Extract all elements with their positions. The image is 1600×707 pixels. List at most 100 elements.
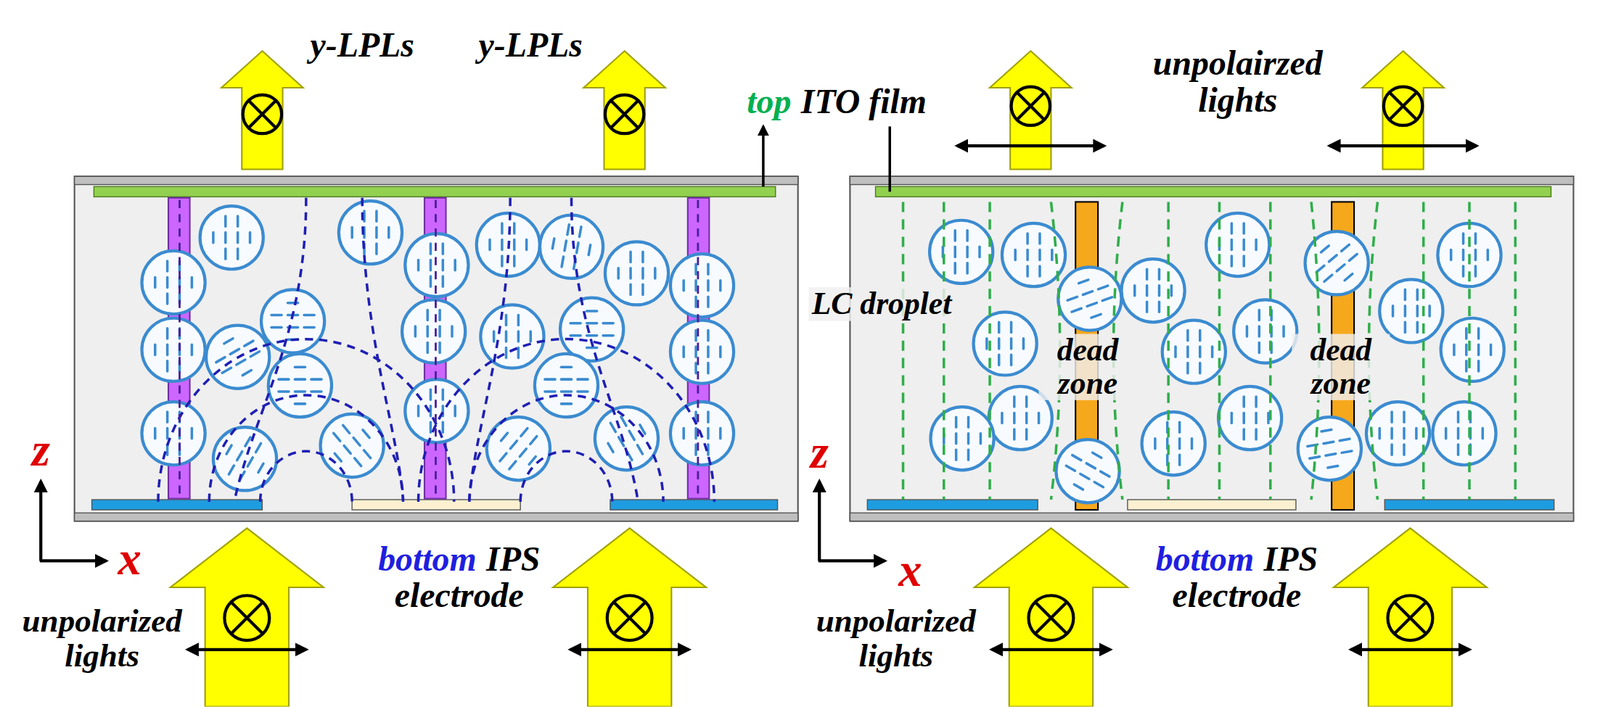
lc-molecule — [1026, 266, 1029, 277]
lc-molecule — [608, 443, 614, 453]
symbol-circle — [1383, 87, 1423, 126]
lc-molecule — [1328, 255, 1337, 262]
symbol-cross — [613, 602, 646, 635]
droplet-outline — [1055, 439, 1119, 503]
lc-molecule — [1390, 428, 1394, 440]
ips-electrode — [867, 499, 1038, 511]
into-page-symbol — [243, 95, 282, 134]
lc-molecule — [216, 357, 225, 363]
lc-molecule — [513, 223, 516, 234]
droplet-outline — [141, 401, 205, 466]
lc-molecule — [1186, 346, 1190, 358]
droplet-outline — [1432, 401, 1496, 466]
film-label: ITO film — [801, 82, 927, 121]
lc-molecule — [505, 315, 508, 326]
lc-molecule — [364, 450, 371, 459]
lc-droplet — [213, 427, 277, 491]
lc-molecule — [641, 268, 645, 279]
lc-molecule — [576, 243, 579, 254]
lc-molecule — [997, 338, 1001, 350]
lc-molecule — [153, 428, 157, 440]
lc-molecule — [166, 344, 170, 355]
lc-molecule — [417, 260, 421, 271]
lc-molecule — [517, 315, 521, 326]
lc-droplet — [141, 401, 205, 466]
lc-molecule — [166, 444, 170, 455]
lc-molecule — [1230, 223, 1234, 234]
lc-molecule — [1323, 441, 1334, 444]
lc-molecule — [1038, 266, 1042, 277]
lc-molecule — [513, 239, 516, 250]
lc-molecule — [979, 433, 983, 445]
lc-droplets — [929, 213, 1505, 503]
lc-droplet — [1162, 320, 1226, 384]
lc-molecule — [500, 256, 504, 267]
axis-label-block: z — [31, 426, 51, 477]
lc-molecule — [978, 246, 982, 257]
lc-molecule — [453, 260, 457, 271]
lc-molecule — [706, 428, 710, 440]
lc-molecules — [618, 251, 656, 295]
field-line — [1166, 201, 1170, 500]
lc-droplet — [605, 241, 669, 305]
lc-molecule — [616, 268, 620, 279]
lc-molecule — [517, 331, 521, 342]
lc-droplet — [200, 206, 264, 270]
lc-molecule — [1012, 413, 1016, 424]
lc-molecule — [375, 227, 379, 239]
lc-droplet — [261, 289, 325, 353]
lc-molecule — [1344, 274, 1353, 281]
lc-molecule — [1341, 244, 1350, 252]
lc-molecule — [1178, 422, 1182, 433]
lc-molecule — [333, 433, 341, 442]
lc-molecule — [1404, 322, 1407, 333]
symbol-cross — [610, 100, 638, 128]
lc-droplet — [141, 318, 205, 382]
lc-molecule — [706, 296, 710, 307]
lc-molecule — [509, 461, 516, 470]
lc-molecule — [1178, 439, 1182, 450]
droplet-outline — [670, 253, 734, 318]
lc-molecule — [560, 402, 572, 406]
lc-molecule — [1079, 280, 1089, 284]
lc-droplet — [268, 354, 332, 418]
light-label: y-LPLs — [478, 25, 583, 64]
lc-molecule — [1086, 303, 1097, 307]
lc-molecule — [1073, 484, 1083, 490]
droplet-outline — [595, 407, 659, 471]
droplet-outline — [1379, 279, 1443, 343]
droplet-outline — [1057, 267, 1122, 331]
lc-droplet — [320, 414, 384, 478]
lc-molecule — [706, 264, 710, 275]
light-arrow — [170, 528, 324, 707]
symbol-cross — [248, 100, 276, 128]
lc-molecule — [350, 227, 354, 239]
lc-molecule — [641, 284, 645, 295]
droplet-outline — [1142, 412, 1206, 476]
lc-droplet — [1233, 299, 1297, 363]
lc-molecule — [706, 363, 710, 374]
lc-molecule — [570, 334, 581, 338]
zone-label: dead zone — [1057, 332, 1119, 402]
symbol-circle — [1028, 595, 1074, 641]
lc-molecule — [1133, 285, 1137, 297]
ito-film — [875, 186, 1552, 197]
lc-molecule — [953, 246, 957, 257]
droplet-outline — [1121, 259, 1185, 323]
lc-molecule — [1242, 223, 1246, 234]
light-arrow — [583, 50, 666, 170]
lc-droplet — [1366, 401, 1430, 466]
lc-molecule — [1321, 245, 1330, 253]
lc-molecule — [1327, 465, 1339, 468]
lc-molecule — [954, 433, 958, 445]
lc-molecule — [570, 322, 581, 326]
lc-molecule — [629, 268, 633, 279]
lc-molecule — [1050, 250, 1054, 261]
lc-droplet — [670, 401, 734, 466]
droplet-outline — [141, 251, 205, 315]
field-lines-right — [903, 201, 1516, 500]
into-page-symbol — [1028, 595, 1074, 641]
droplet-outline — [1218, 386, 1282, 450]
lc-molecule — [429, 389, 433, 400]
lc-droplet — [1121, 259, 1185, 323]
